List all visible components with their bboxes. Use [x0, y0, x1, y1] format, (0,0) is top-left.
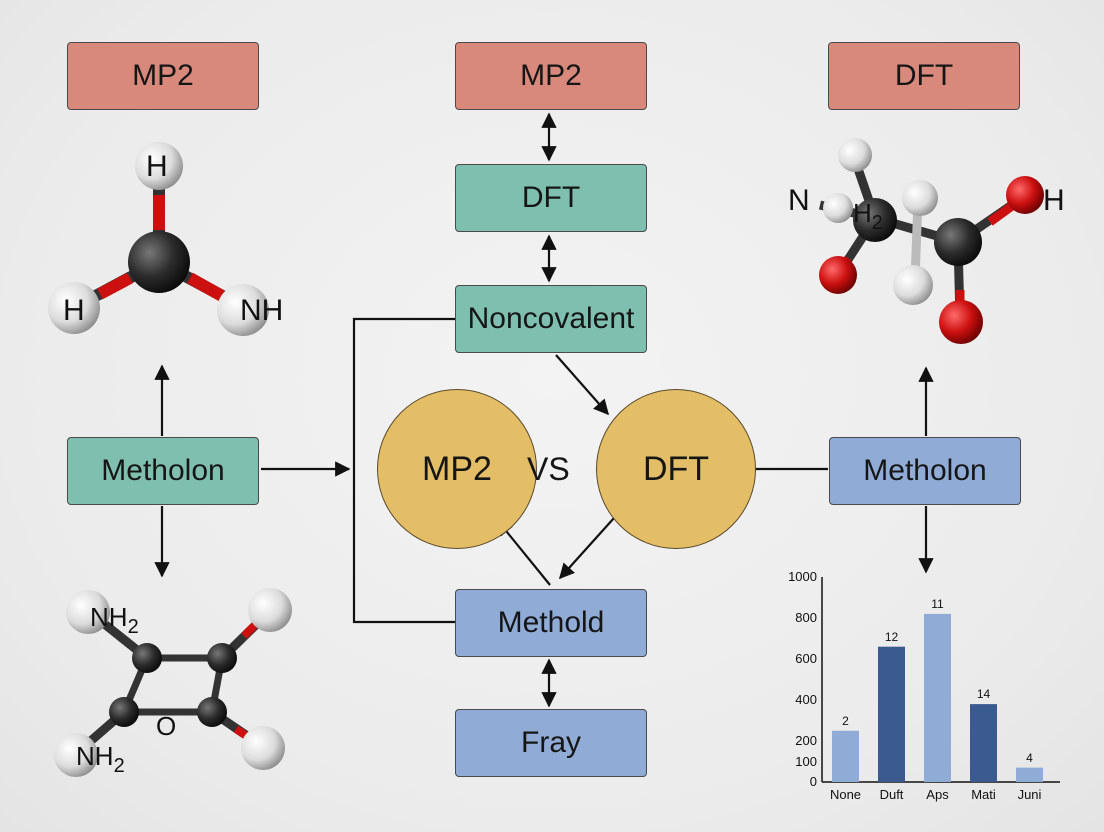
chart-bar-none: [832, 730, 859, 782]
top-center-mp2-box: MP2: [455, 42, 647, 110]
chart-data-label: 11: [931, 596, 944, 611]
arrow-dft-circle-methold: [558, 517, 615, 580]
arrow-noncovalent-dft-circle: [555, 354, 610, 416]
chart-y-tick-label: 400: [795, 692, 817, 707]
noncovalent-box: Noncovalent: [455, 285, 647, 353]
chart-y-tick-label: 1000: [788, 569, 817, 584]
chart-category-label: Juni: [1017, 787, 1042, 802]
chart-data-label: 4: [1026, 750, 1033, 765]
chart-y-tick-label: 200: [795, 733, 817, 748]
vs-label: VS: [527, 451, 570, 487]
molecule-bottom-left: [54, 588, 292, 777]
molecule-top-left: [48, 142, 269, 336]
atom-label-nh2-bottom: NH2: [76, 741, 125, 777]
top-left-mp2-box: MP2: [67, 42, 259, 110]
chart-data-label: 14: [976, 687, 991, 702]
atom-label-h-left: H: [63, 294, 85, 327]
mp2-circle: MP2: [377, 389, 537, 549]
chart-bar-aps: [924, 613, 951, 782]
chart-category-label: Duft: [879, 787, 904, 802]
chart-y-tick-label: 0: [809, 774, 817, 789]
atom-label-n: N: [788, 184, 810, 217]
atom-label-nh2-top: NH2: [90, 602, 139, 638]
chart-bar-mati: [970, 704, 997, 782]
chart-category-label: Aps: [926, 787, 949, 802]
chart-bar-juni: [1016, 767, 1043, 782]
atom-label-nh-right: NH: [240, 294, 284, 327]
atom-label-h-top: H: [146, 150, 168, 183]
dft-circle: DFT: [596, 389, 756, 549]
chart-category-label: None: [829, 787, 862, 802]
chart-y-tick-label: 800: [795, 610, 817, 625]
chart-bar-duft: [878, 646, 905, 782]
atom-label-o: O: [156, 711, 177, 741]
fray-box: Fray: [455, 709, 647, 777]
atom-label-h-right: H: [1043, 184, 1065, 217]
atom-label-h2: H2: [853, 198, 883, 234]
metholon-right-box: Metholon: [829, 437, 1021, 505]
chart-data-label: 2: [842, 713, 849, 728]
loop-line: [352, 317, 456, 624]
chart-data-label: 12: [884, 629, 899, 644]
molecule-top-right: [818, 138, 1044, 344]
top-right-dft-box: DFT: [828, 42, 1020, 110]
chart-bars: [832, 613, 1043, 782]
chart-y-tick-label: 600: [795, 651, 817, 666]
dft-box: DFT: [455, 164, 647, 232]
chart-category-label: Mati: [971, 787, 996, 802]
metholon-left-box: Metholon: [67, 437, 259, 505]
chart-y-tick-label: 100: [795, 753, 817, 769]
methold-box: Methold: [455, 589, 647, 657]
